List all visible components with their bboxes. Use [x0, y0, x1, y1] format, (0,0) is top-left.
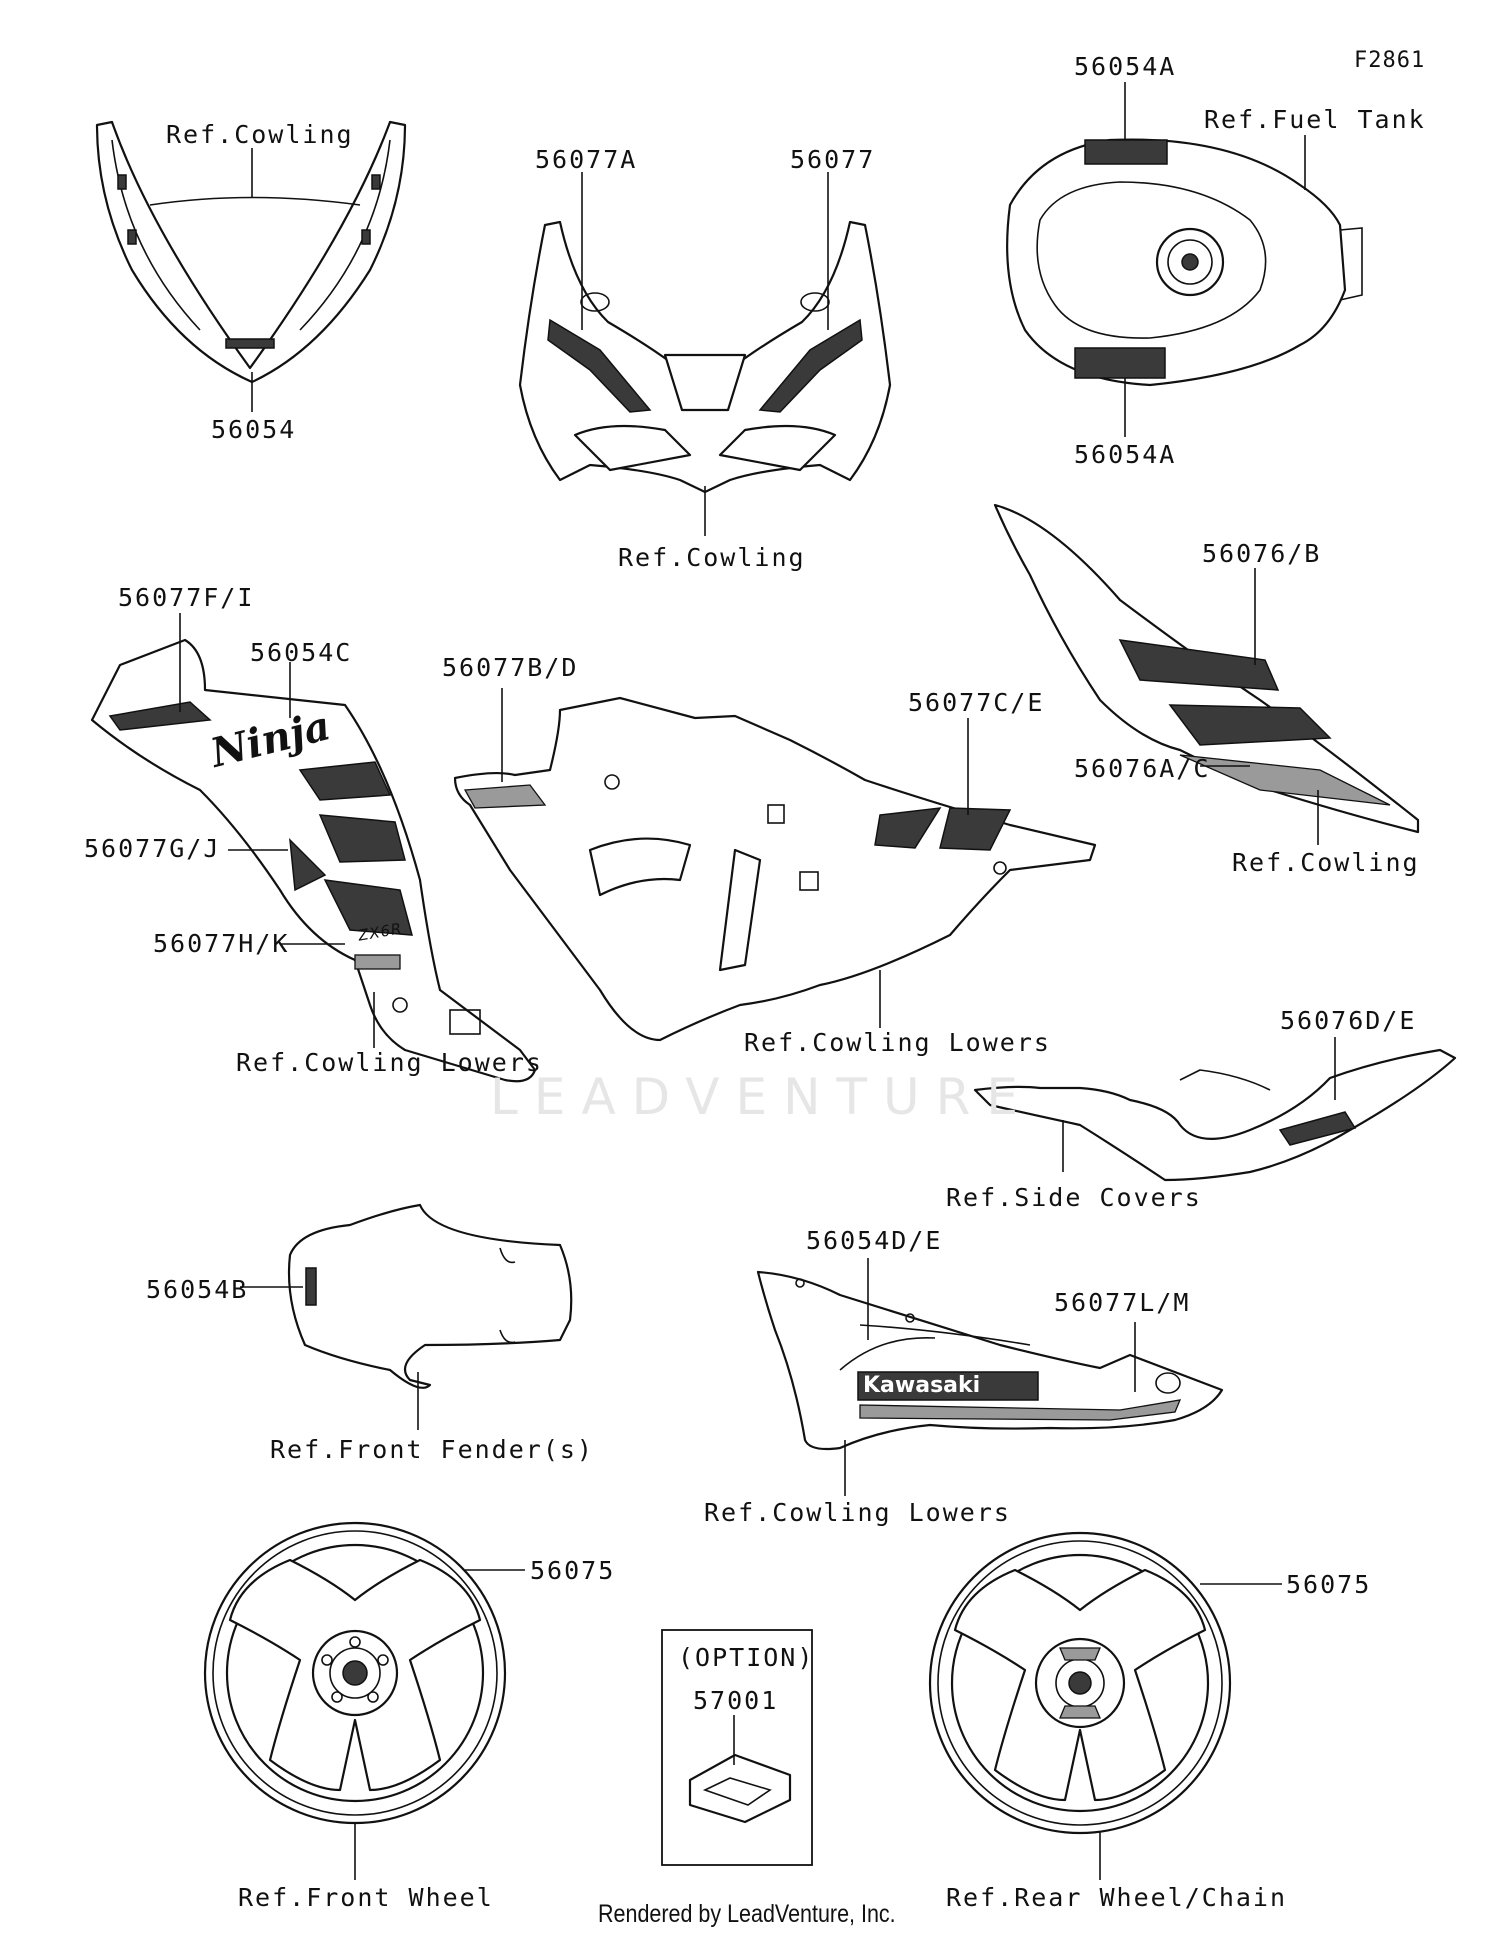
leader-lines-fuel-tank	[1124, 82, 1306, 437]
label-front-fender-ref[interactable]: Ref.Front Fender(s)	[270, 1435, 594, 1464]
label-front-cowl-ref[interactable]: Ref.Cowling	[618, 543, 806, 572]
label-side-cover-ref[interactable]: Ref.Side Covers	[946, 1183, 1202, 1212]
label-56077BD[interactable]: 56077B/D	[442, 653, 579, 682]
leader-lines-front-cowl	[581, 172, 829, 536]
label-56076DE[interactable]: 56076D/E	[1280, 1006, 1417, 1035]
label-56077CE[interactable]: 56077C/E	[908, 688, 1045, 717]
label-lower-cowl-ref[interactable]: Ref.Cowling Lowers	[704, 1498, 1011, 1527]
label-56054C[interactable]: 56054C	[250, 638, 353, 667]
fuel-tank-illustration	[1006, 138, 1363, 387]
windscreen-illustration	[95, 120, 407, 384]
footer-credit: Rendered by LeadVenture, Inc.	[598, 1900, 896, 1928]
rear-wheel-illustration	[928, 1531, 1232, 1835]
label-56054A-bottom[interactable]: 56054A	[1074, 440, 1177, 469]
side-fairing-illustration	[90, 638, 537, 1083]
leader-lines-mid-fairing	[501, 688, 969, 1028]
side-cover-illustration	[973, 1048, 1457, 1182]
mid-fairing-illustration	[453, 696, 1097, 1042]
label-seat-cowl-ref[interactable]: Ref.Cowling	[1232, 848, 1420, 877]
front-fender-illustration	[287, 1203, 573, 1389]
figure-code: F2861	[1354, 48, 1426, 73]
label-mid-fairing-ref[interactable]: Ref.Cowling Lowers	[744, 1028, 1051, 1057]
label-56077FI[interactable]: 56077F/I	[118, 583, 255, 612]
label-fuel-tank-ref[interactable]: Ref.Fuel Tank	[1204, 105, 1426, 134]
label-56077[interactable]: 56077	[790, 145, 876, 174]
option-box	[661, 1629, 813, 1866]
label-option: (OPTION)	[678, 1643, 815, 1672]
label-56076B[interactable]: 56076/B	[1202, 539, 1322, 568]
front-cowl-illustration	[518, 220, 892, 494]
seat-cowl-illustration	[993, 503, 1420, 834]
label-56075-rear[interactable]: 56075	[1286, 1570, 1372, 1599]
label-56075-front[interactable]: 56075	[530, 1556, 616, 1585]
label-56054B[interactable]: 56054B	[146, 1275, 249, 1304]
label-57001[interactable]: 57001	[693, 1686, 779, 1715]
label-side-fairing-ref[interactable]: Ref.Cowling Lowers	[236, 1048, 543, 1077]
label-56077HK[interactable]: 56077H/K	[153, 929, 290, 958]
label-56077GJ[interactable]: 56077G/J	[84, 834, 221, 863]
label-rear-wheel-ref[interactable]: Ref.Rear Wheel/Chain	[946, 1883, 1288, 1912]
label-56077LM[interactable]: 56077L/M	[1054, 1288, 1191, 1317]
leader-lines-front-wheel	[354, 1569, 525, 1880]
watermark: LEADVENTURE	[490, 1068, 1034, 1126]
leader-lines-side-fairing	[179, 613, 375, 1048]
front-wheel-illustration	[203, 1521, 507, 1825]
label-56077A[interactable]: 56077A	[535, 145, 638, 174]
leader-lines-rear-wheel	[1099, 1583, 1282, 1880]
label-56076AC[interactable]: 56076A/C	[1074, 754, 1211, 783]
label-56054A-top[interactable]: 56054A	[1074, 52, 1177, 81]
kawasaki-decal-text: Kawasaki	[863, 1373, 981, 1398]
label-56054DE[interactable]: 56054D/E	[806, 1226, 943, 1255]
leader-lines-side-cover	[1062, 1037, 1336, 1172]
label-front-wheel-ref[interactable]: Ref.Front Wheel	[238, 1883, 494, 1912]
lower-cowl-illustration	[756, 1270, 1224, 1451]
leader-lines-lower-cowl	[844, 1258, 1136, 1496]
leader-lines-front-fender	[240, 1286, 419, 1430]
leader-lines-seat-cowl	[1200, 568, 1319, 845]
label-windscreen-ref[interactable]: Ref.Cowling	[166, 120, 354, 149]
label-56054[interactable]: 56054	[211, 415, 297, 444]
